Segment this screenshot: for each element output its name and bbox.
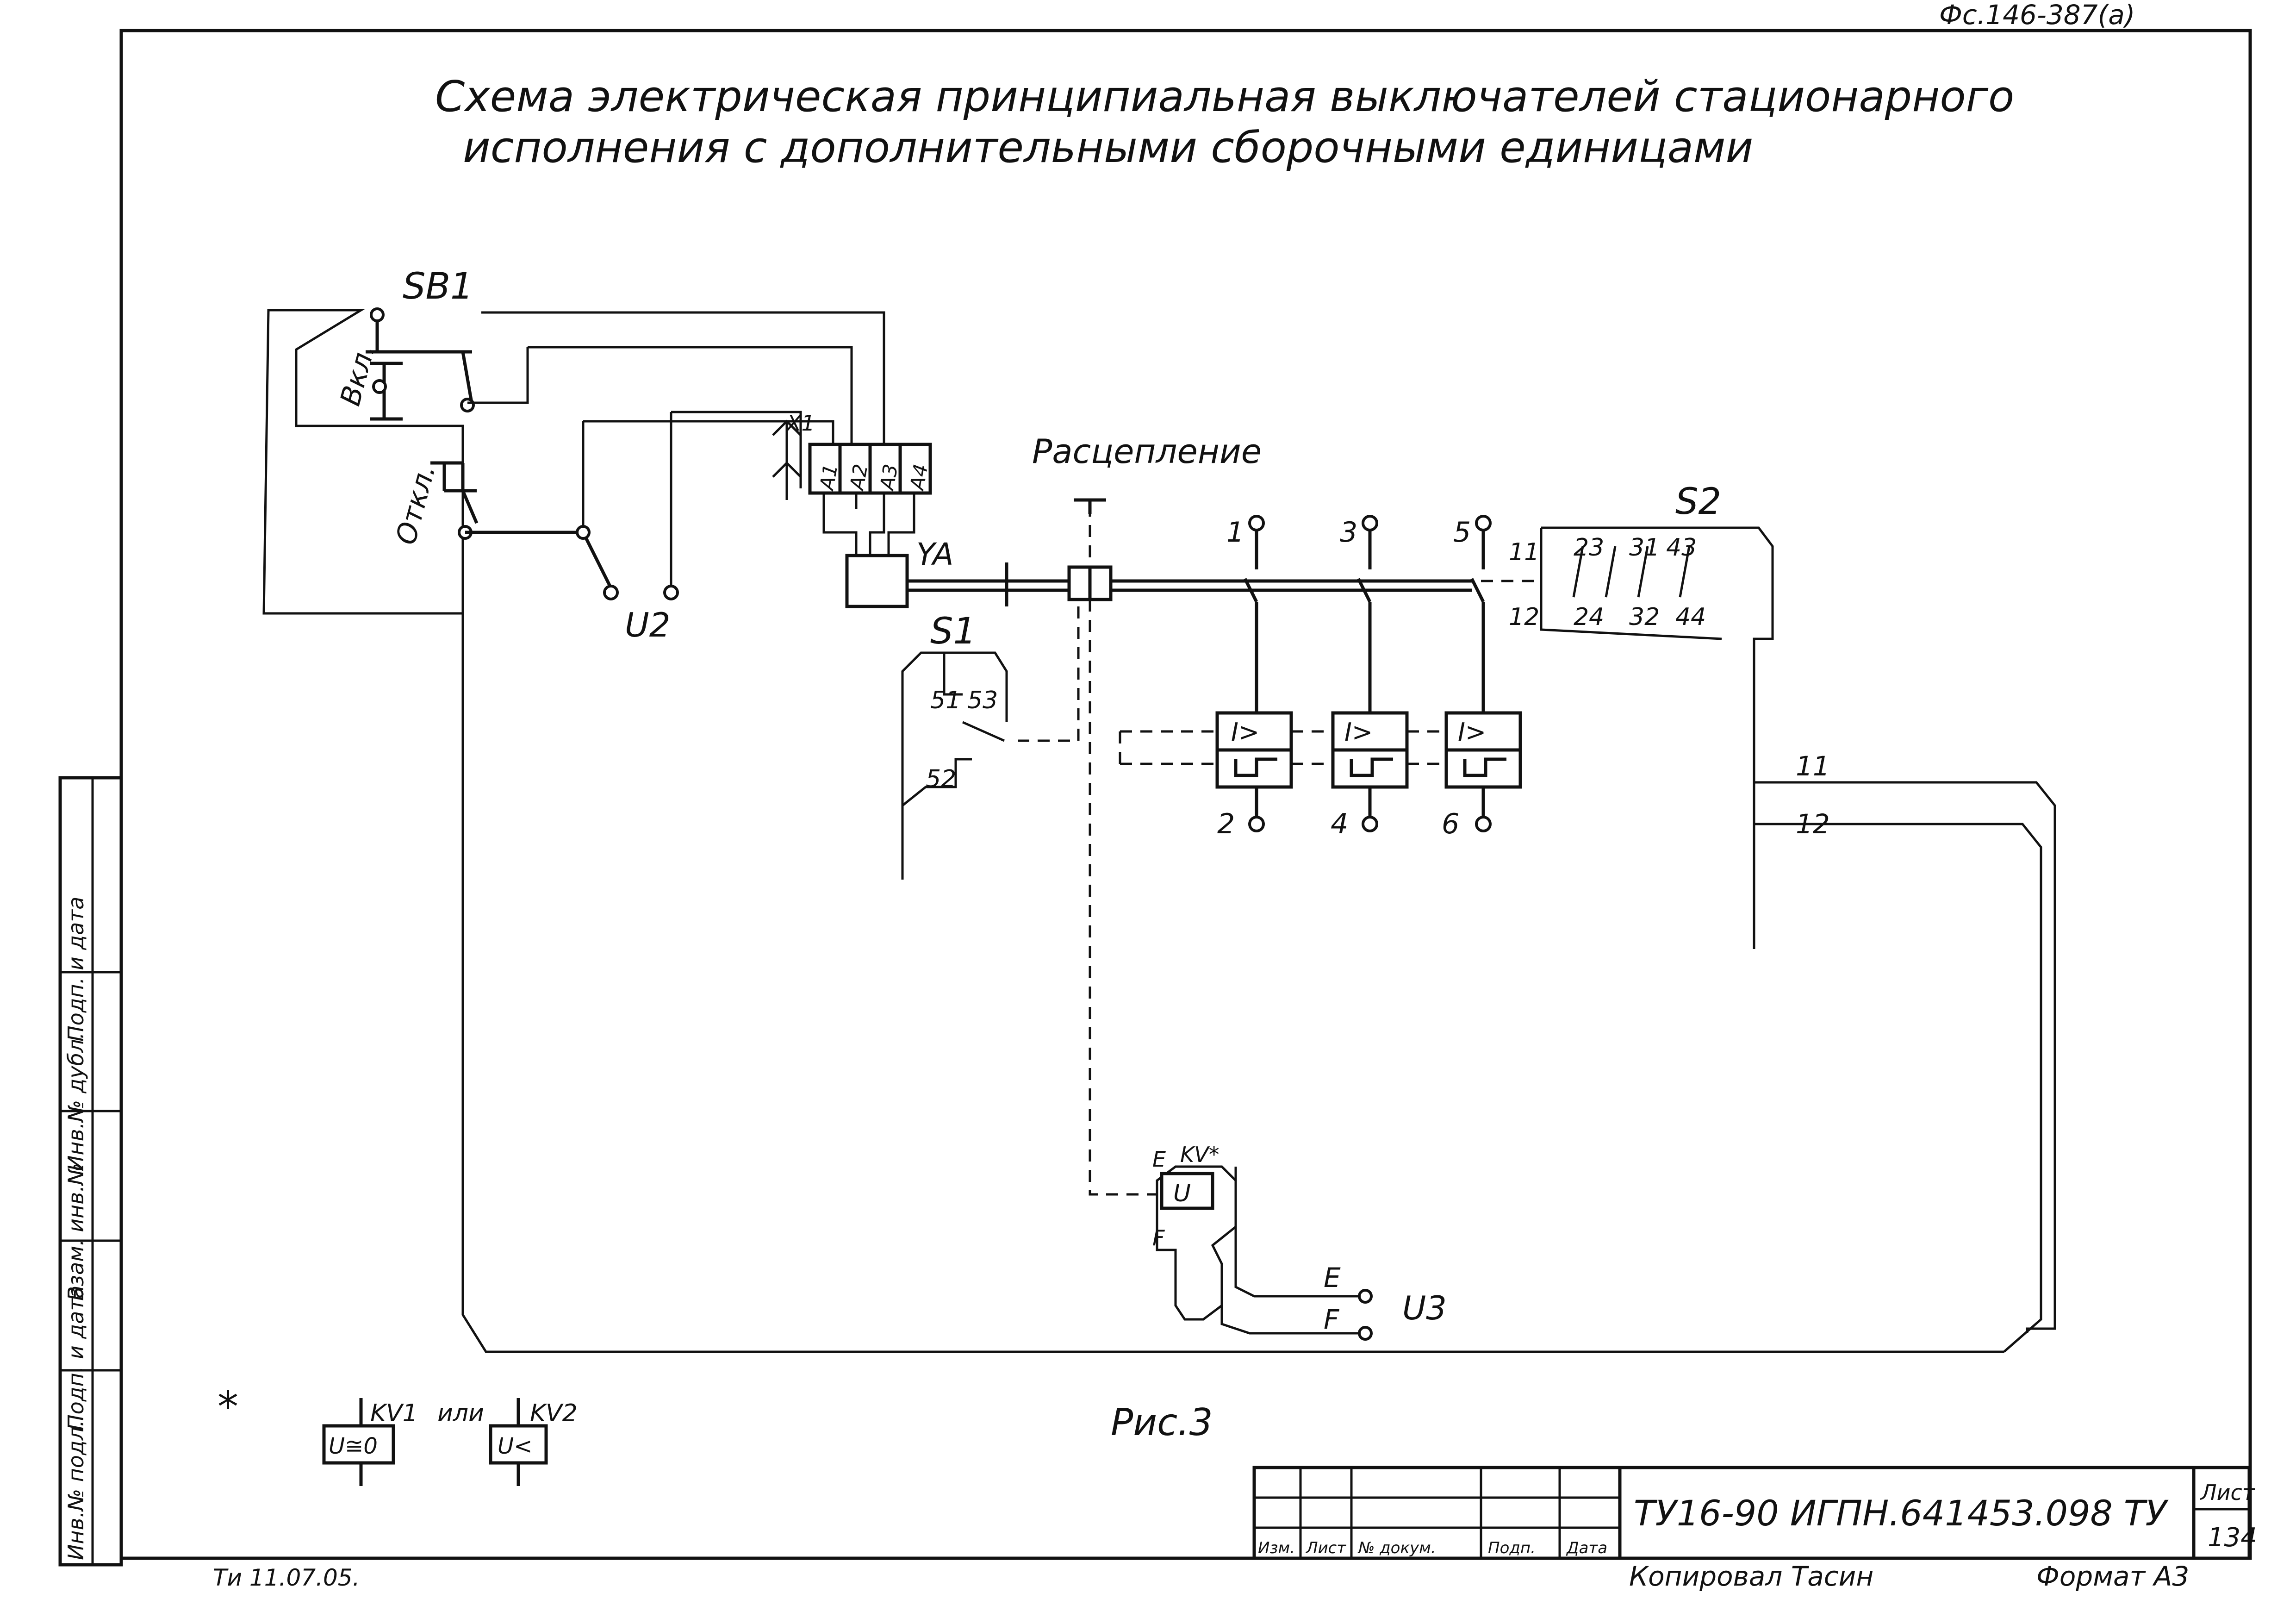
- s1-51: 51: [930, 687, 961, 714]
- title-line-1: Схема электрическая принципиальная выклю…: [435, 72, 2014, 121]
- kv1-box-label: U≅0: [329, 1433, 378, 1459]
- u3-f-small: F: [1152, 1225, 1165, 1250]
- left-strip: Инв.№ подл. Подп. и дата Взам. инв.№ Инв…: [58, 776, 123, 1567]
- ya-coil: YA: [845, 537, 953, 608]
- ili-label: или: [437, 1399, 484, 1427]
- pole-1-label: 1: [1226, 516, 1244, 549]
- release-3: I>: [1458, 718, 1486, 747]
- top-stamp: Фс.146-387(а): [1939, 0, 2135, 31]
- s1-label: S1: [930, 611, 976, 652]
- sheet-label: Лист: [2200, 1480, 2255, 1505]
- star-mark: *: [218, 1383, 238, 1431]
- footer-format: Формат А3: [2036, 1561, 2189, 1592]
- strip-label-1: Инв.№ подл.: [63, 1420, 88, 1560]
- s2-24: 24: [1574, 603, 1604, 631]
- x1-label: X1: [786, 411, 815, 436]
- kv2-box-label: U<: [498, 1433, 532, 1459]
- pole-3-label: 3: [1340, 516, 1357, 549]
- term-e-label: E: [1324, 1262, 1341, 1293]
- s2-contact-block: S2 11 12 23 24 31 32 43 44: [1509, 481, 1774, 949]
- otkl-label: Откл.: [390, 461, 442, 548]
- s2-23: 23: [1574, 534, 1604, 562]
- pole-4-label: 4: [1331, 808, 1348, 840]
- title-line-2: исполнения с дополнительными сборочными …: [463, 123, 1753, 172]
- terminal-block-a1-a4: А1 А2 А3 А4: [808, 443, 932, 556]
- strip-label-3: Взам. инв.№: [63, 1163, 88, 1301]
- pole-6-label: 6: [1442, 808, 1459, 840]
- s2-44: 44: [1675, 603, 1706, 631]
- pole-5-label: 5: [1453, 516, 1471, 549]
- strip-label-2: Подп. и дата: [63, 1286, 88, 1430]
- drawing-frame: [119, 29, 2252, 1560]
- u2-label: U2: [625, 606, 671, 644]
- tb-header-podp: Подп.: [1488, 1539, 1536, 1557]
- kv-footnote: * U≅0 KV1 или U< KV2: [218, 1383, 578, 1486]
- s2-43: 43: [1666, 534, 1697, 562]
- kv2-label: KV2: [530, 1399, 578, 1427]
- u3-u-label: U: [1173, 1180, 1191, 1207]
- s2-11: 11: [1509, 538, 1539, 566]
- a4-label: А4: [905, 462, 932, 493]
- wire-loop: 11 12: [461, 613, 2056, 1353]
- sheet-number: 134: [2208, 1523, 2257, 1553]
- s1-contact: S1 51 53 52: [901, 611, 1008, 880]
- s1-53: 53: [967, 687, 998, 714]
- kv1-label: KV1: [370, 1399, 418, 1427]
- strip-label-4: Инв.№ дубл.: [63, 1032, 88, 1171]
- s2-32: 32: [1629, 603, 1660, 631]
- a3-label: А3: [875, 462, 902, 493]
- u3-kv-label: KV*: [1180, 1142, 1220, 1167]
- sb1-control-block: Вкл. Откл. U2: [262, 307, 885, 644]
- overcurrent-releases: I> I> I> 2 4 6: [1119, 711, 1522, 840]
- x1-connector: X1: [772, 411, 815, 500]
- release-1: I>: [1231, 718, 1259, 747]
- tb-header-doc: № докум.: [1357, 1539, 1436, 1557]
- u3-release: U E KV* F E F U3: [1152, 1142, 1447, 1341]
- footer-copied: Копировал Тасин: [1629, 1561, 1873, 1592]
- s1-52: 52: [926, 765, 956, 793]
- rascep-label: Расцепление: [1032, 432, 1262, 471]
- wire-12-label: 12: [1796, 808, 1830, 840]
- figure-caption: Рис.3: [1111, 1401, 1213, 1444]
- title-block: Изм. Лист № докум. Подп. Дата ТУ16-90 ИГ…: [1252, 1466, 2257, 1560]
- term-f-label: F: [1324, 1304, 1340, 1335]
- a1-label: А1: [815, 462, 842, 493]
- document-number: ТУ16-90 ИГПН.641453.098 ТУ: [1634, 1493, 2169, 1534]
- a2-label: А2: [845, 462, 872, 493]
- strip-label-5: Подп. и дата: [63, 897, 88, 1042]
- tb-header-data: Дата: [1566, 1539, 1607, 1557]
- u3-e-small: E: [1152, 1147, 1166, 1172]
- s2-31: 31: [1629, 534, 1660, 562]
- mechanical-shaft: Расцепление: [907, 432, 1472, 1196]
- tb-header-izm: Изм.: [1258, 1539, 1295, 1557]
- vkl-label: Вкл.: [334, 341, 382, 409]
- pole-2-label: 2: [1217, 808, 1235, 840]
- s2-label: S2: [1675, 481, 1721, 523]
- u3-label: U3: [1402, 1289, 1447, 1327]
- s2-12: 12: [1509, 603, 1539, 631]
- ya-label: YA: [916, 537, 953, 572]
- main-poles: 1 3 5: [1226, 515, 1541, 713]
- wire-11-label: 11: [1796, 750, 1830, 782]
- sb1-label: SB1: [403, 266, 473, 307]
- release-2: I>: [1344, 718, 1373, 747]
- tb-header-list: Лист: [1305, 1539, 1346, 1557]
- footer-left-note: Ти 11.07.05.: [213, 1564, 360, 1591]
